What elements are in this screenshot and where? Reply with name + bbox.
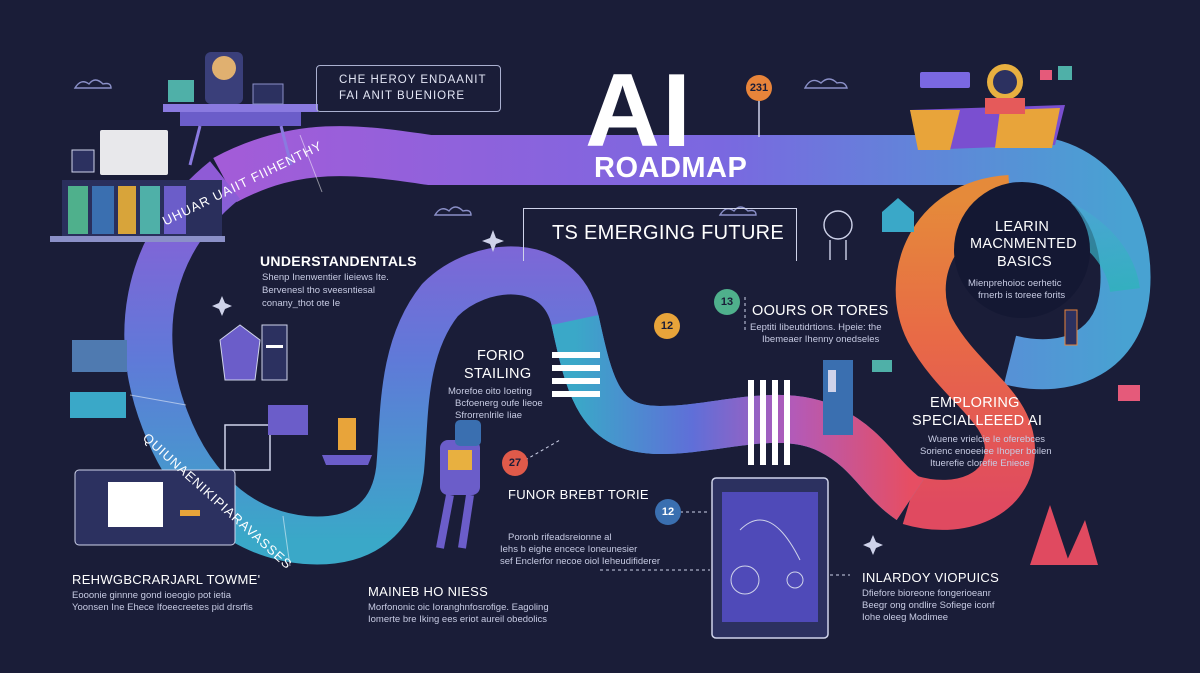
top-note-box: CHE HEROY ENDAANIT FAI ANIT BUENIORE xyxy=(316,65,501,112)
emploring-line-2: Sorienc enoeeiee Ihoper boilen xyxy=(920,446,1052,457)
mainer-line-2: Iomerte bre Iking ees eriot aureil obedo… xyxy=(368,614,548,625)
robot-desk-illustration xyxy=(910,64,1072,150)
top-note-line2: FAI ANIT BUENIORE xyxy=(339,90,466,102)
badge-231: 231 xyxy=(746,75,772,101)
understand-line-1: Shenp Inenwentier Iieiews Ite. xyxy=(262,272,389,283)
understand-heading: UNDERSTANDENTALS xyxy=(260,253,417,269)
road-bars-left xyxy=(552,352,600,397)
ours-line-1: Eeptiti Iibeutidrtions. Hpeie: the xyxy=(750,322,882,333)
future-box xyxy=(523,208,797,261)
servers-illustration xyxy=(50,130,225,242)
robot-illustration xyxy=(436,420,481,549)
badge-12b: 12 xyxy=(655,499,681,525)
inlardoy-line-3: Iohe oleeg Modimee xyxy=(862,612,949,623)
forio-line-3: Sfrorrenlrile Iiae xyxy=(455,410,523,421)
top-note-line1: CHE HEROY ENDAANIT xyxy=(339,74,487,86)
forio-line-1: Morefoe oito Ioeting xyxy=(448,386,532,397)
brain-icon xyxy=(823,210,853,260)
page-title: AI xyxy=(585,53,693,169)
renm-line-2: Yoonsen Ine Ehece Ifoeecreetes pid drsrf… xyxy=(72,602,253,613)
funor-heading: FUNOR BREBT TORIE xyxy=(508,487,649,502)
renm-heading: REHWGBCRARJARL TOWME' xyxy=(72,572,261,587)
badge-12a: 12 xyxy=(654,313,680,339)
learn-heading-2: MACNMENTED xyxy=(970,236,1077,252)
badge-13: 13 xyxy=(714,289,740,315)
blueprint-illustration xyxy=(711,477,829,639)
forio-line-2: Bcfoenerg oufe Iieoe xyxy=(455,398,543,409)
learn-line-2: frnerb is toreee forits xyxy=(978,290,1066,301)
inlardoy-heading: INLARDOY VIOPUICS xyxy=(862,570,1000,585)
emploring-line-3: Ituerefie clorefie Enieoe xyxy=(930,458,1030,469)
funor-line-1: Poronb rifeadsreionne al xyxy=(508,532,612,543)
right-buildings-illustration xyxy=(823,309,1140,565)
ours-heading: OOURS OR TORES xyxy=(752,303,889,319)
mainer-heading: MAINEB HO NIESS xyxy=(368,584,489,599)
understand-line-2: Bervenesl tho sveesntiesal xyxy=(262,285,376,296)
inlardoy-line-2: Beegr ong ondlire Sofiege iconf xyxy=(862,600,995,611)
learn-heading-1: LEARIN xyxy=(995,219,1050,235)
mainer-line-1: Morfononic oic Ioranghnfosrofige. Eagoli… xyxy=(368,602,549,613)
left-devices-illustration xyxy=(70,324,372,546)
inlardoy-line-1: Dfiefore bioreone fongerioeanr xyxy=(862,588,991,599)
future-title: TS EMERGING FUTURE xyxy=(552,222,785,244)
page-subtitle: ROADMAP xyxy=(594,152,748,184)
workstation-illustration xyxy=(163,52,318,166)
emploring-heading-2: SPECIALLEEED AI xyxy=(912,413,1043,429)
understand-line-3: conany_thot ote Ie xyxy=(262,298,341,309)
forio-heading-2: STAILING xyxy=(464,366,532,382)
emploring-heading-1: EMPLORING xyxy=(930,395,1020,411)
learn-heading-3: BASICS xyxy=(997,254,1052,270)
learn-line-1: Mienprehoioc oerhetic xyxy=(968,278,1062,289)
renm-line-1: Eooonie ginnne gond ioeogio pot ietia xyxy=(72,590,231,601)
funor-line-2: Iehs b eighe encece Ioneunesier xyxy=(500,544,638,555)
house-icon xyxy=(882,198,914,232)
road-bars-right xyxy=(748,380,790,465)
forio-heading-1: FORIO xyxy=(477,348,525,364)
emploring-line-1: Wuene vrielcie Ie oferebces xyxy=(928,434,1046,445)
ours-line-2: Ibemeaer Ihenny onedseles xyxy=(762,334,880,345)
badge-27: 27 xyxy=(502,450,528,476)
learn-circle xyxy=(954,182,1090,318)
funor-line-3: sef Enclerfor necoe oiol Ieheudifiderer xyxy=(500,556,661,567)
